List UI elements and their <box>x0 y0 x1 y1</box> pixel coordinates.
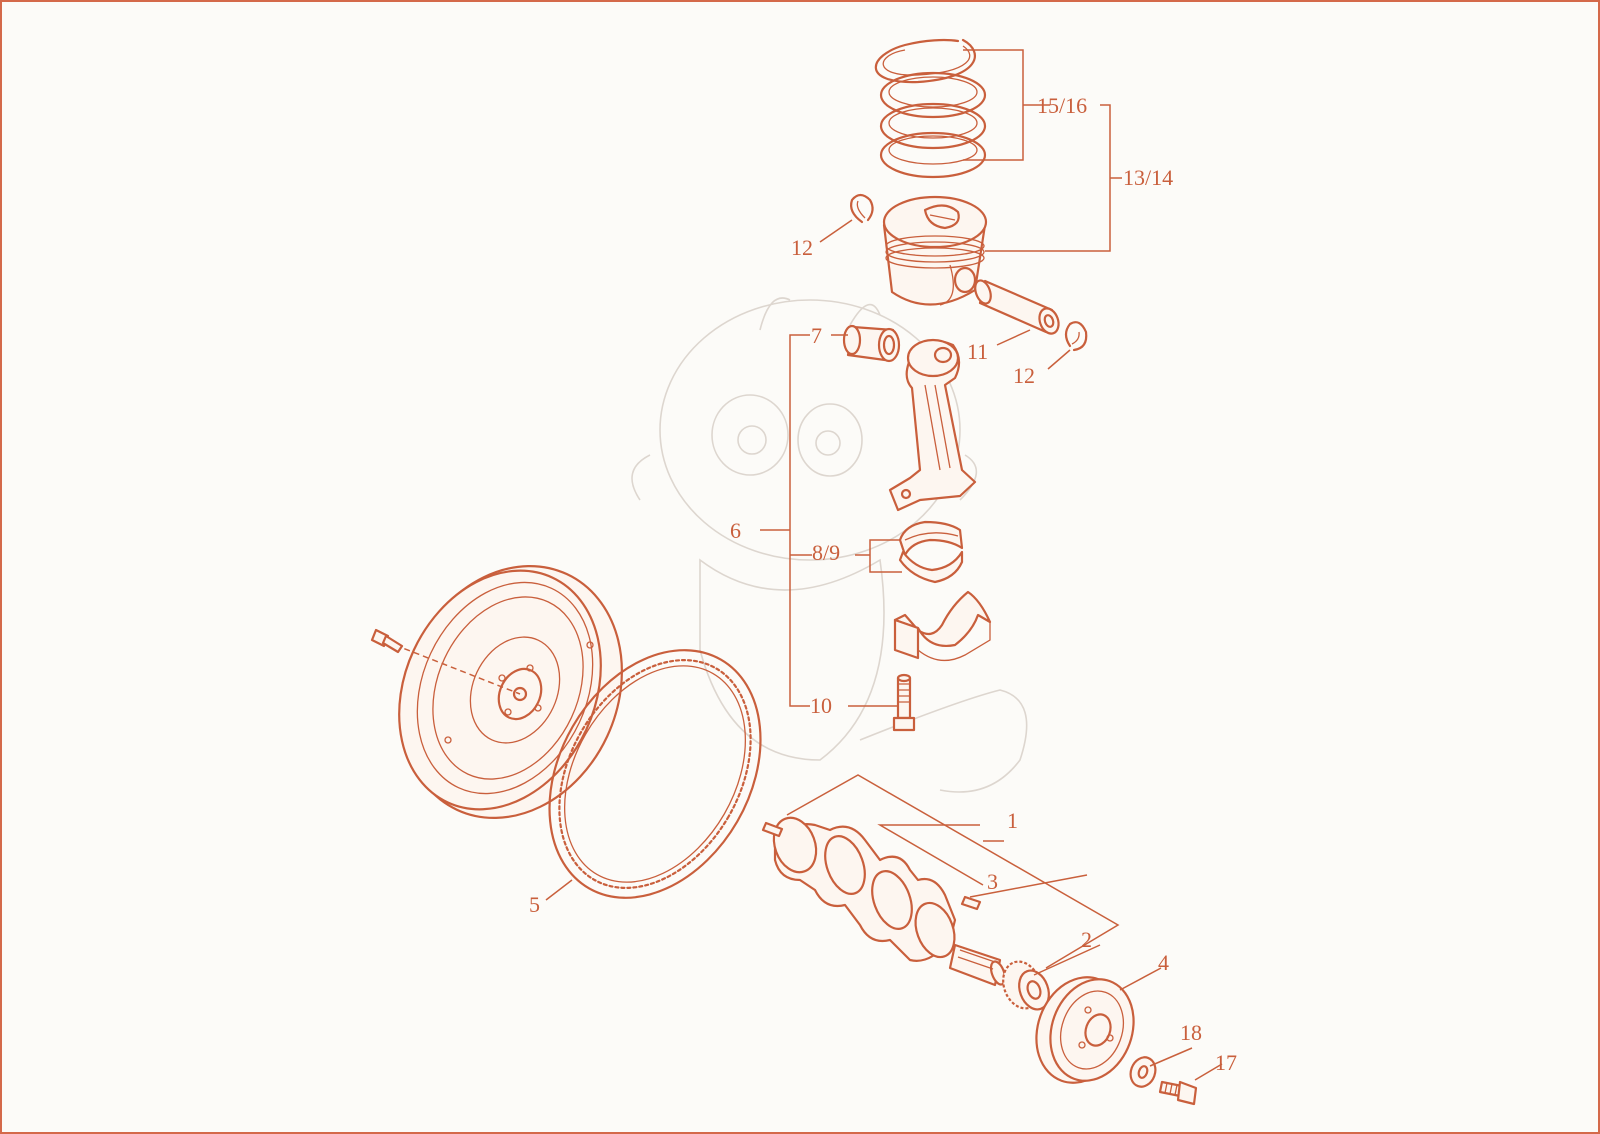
ring-gear <box>548 649 762 899</box>
callout-2: 2 <box>1081 927 1092 952</box>
piston-pin <box>974 279 1060 335</box>
callout-6: 6 <box>730 518 741 543</box>
rod-bolt <box>892 673 916 732</box>
crankshaft <box>772 816 1007 987</box>
callout-7: 7 <box>811 323 822 348</box>
callout-4: 4 <box>1158 950 1169 975</box>
callout-15-16: 15/16 <box>1037 93 1087 118</box>
circlip-lower <box>1064 321 1088 352</box>
flywheel <box>394 565 623 819</box>
callout-17: 17 <box>1215 1050 1237 1075</box>
callout-12-lower: 12 <box>1013 363 1035 388</box>
watermark-figure <box>631 297 1028 793</box>
callout-labels: 15/16 13/14 12 7 11 12 6 8/9 10 1 3 2 4 … <box>529 93 1237 1075</box>
pulley-bolt <box>1158 1080 1198 1106</box>
callout-11: 11 <box>967 339 988 364</box>
bearing-shell-upper <box>898 520 964 557</box>
flywheel-bolt <box>370 628 404 654</box>
callout-1: 1 <box>1007 808 1018 833</box>
callout-18: 18 <box>1180 1020 1202 1045</box>
key <box>960 895 982 911</box>
crank-pulley <box>1035 976 1135 1084</box>
callout-3: 3 <box>987 869 998 894</box>
piston-rings <box>874 38 987 179</box>
callout-5: 5 <box>529 892 540 917</box>
timing-gear <box>1002 960 1050 1011</box>
circlip-upper <box>850 193 874 224</box>
washer <box>1129 1056 1157 1088</box>
callout-13-14: 13/14 <box>1123 165 1173 190</box>
small-end-bushing <box>842 324 901 363</box>
connecting-rod <box>888 338 977 512</box>
dowel-pin <box>761 821 784 838</box>
bearing-shell-lower <box>898 550 964 584</box>
callout-10: 10 <box>810 693 832 718</box>
piston <box>882 195 988 306</box>
rod-cap <box>893 590 992 662</box>
callout-12-upper: 12 <box>791 235 813 260</box>
callout-8-9: 8/9 <box>812 540 840 565</box>
leader-lines <box>545 49 1223 1081</box>
